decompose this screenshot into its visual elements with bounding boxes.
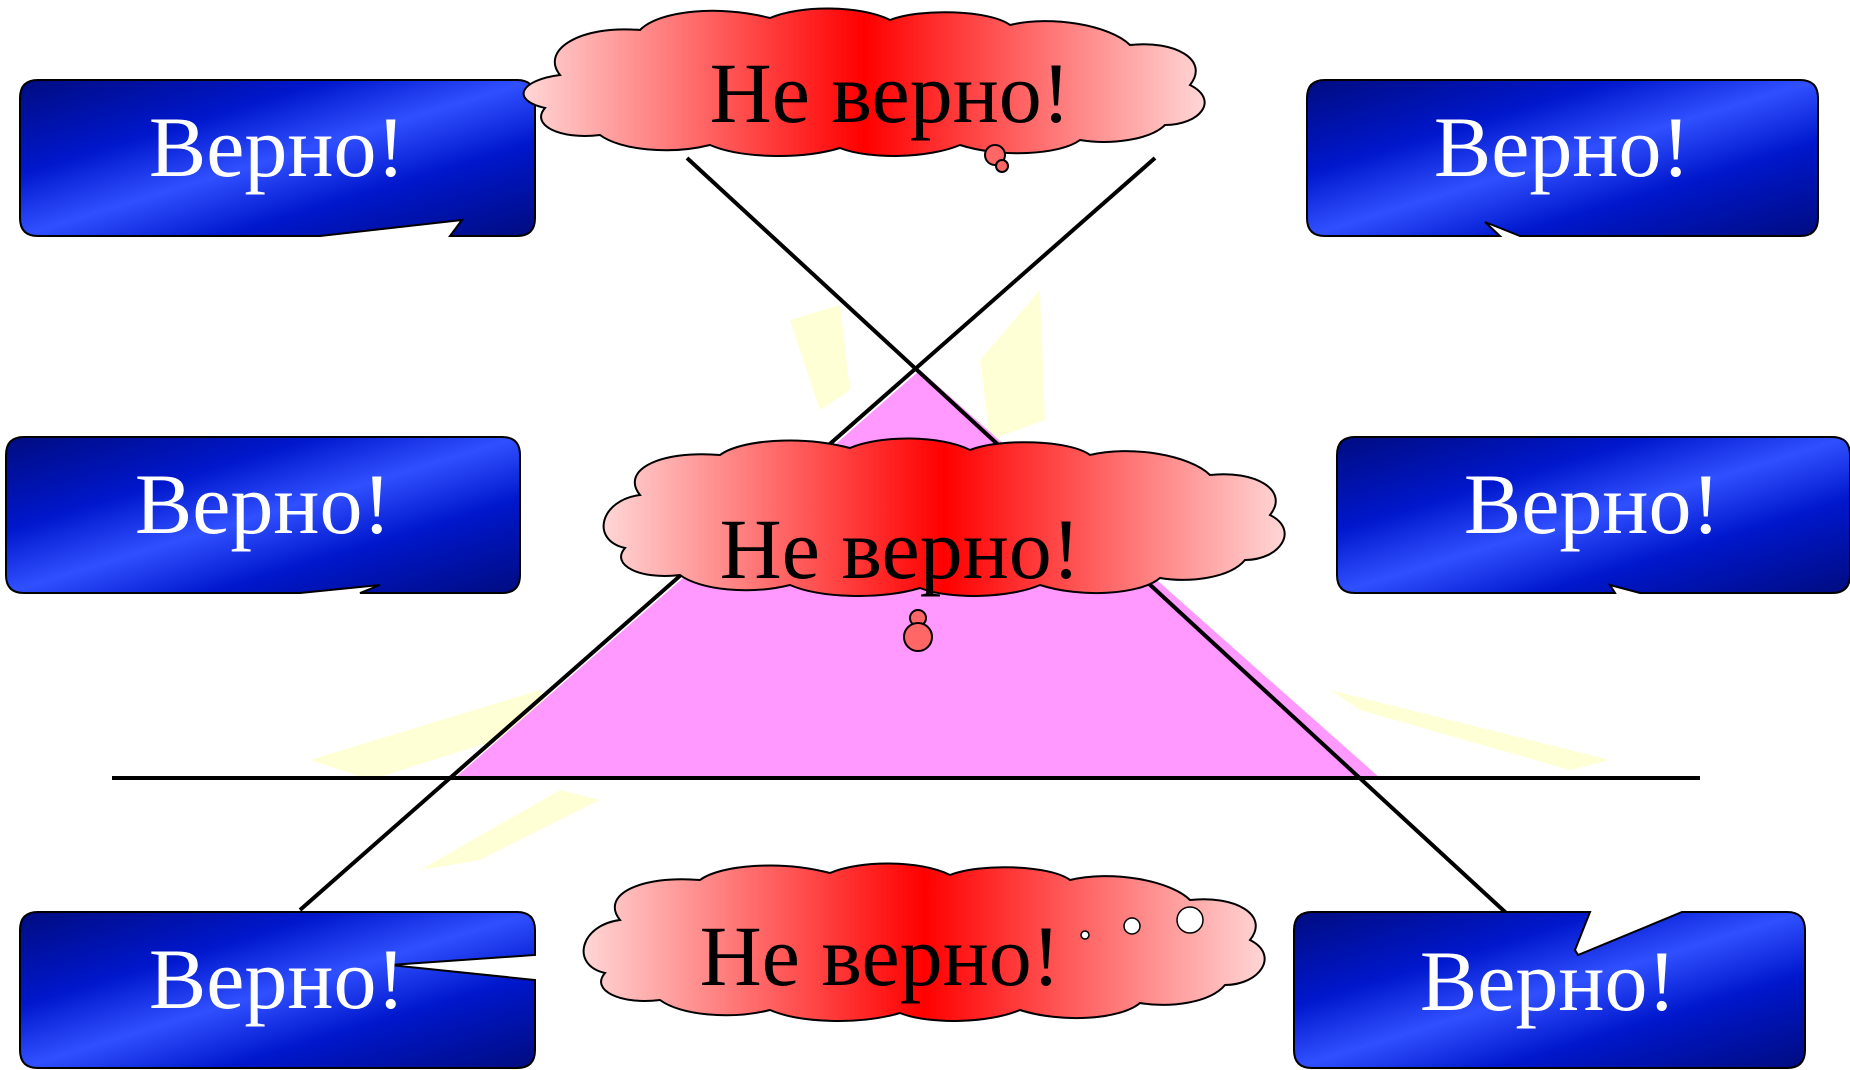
cloud-label: Не верно! xyxy=(720,501,1081,597)
callout-correct-top-right[interactable]: Верно! xyxy=(1306,79,1819,237)
cloud-wrong-middle[interactable]: Не верно! xyxy=(602,437,1286,652)
cloud-label: Не верно! xyxy=(700,908,1061,1004)
cloud-wrong-top[interactable]: Не верно! xyxy=(522,7,1206,173)
cloud-label: Не верно! xyxy=(710,45,1071,141)
callout-label: Верно! xyxy=(1420,933,1676,1029)
callout-label: Верно! xyxy=(1464,456,1720,552)
callout-correct-bottom-left[interactable]: Верно! xyxy=(19,911,536,1069)
callout-label: Верно! xyxy=(149,931,405,1027)
callout-correct-middle-right[interactable]: Верно! xyxy=(1336,436,1850,594)
callout-label: Верно! xyxy=(149,99,405,195)
cloud-wrong-bottom[interactable]: Не верно! xyxy=(582,862,1266,1022)
glow-rays xyxy=(310,290,1610,870)
callout-correct-top-left[interactable]: Верно! xyxy=(19,79,536,237)
callout-correct-middle-left[interactable]: Верно! xyxy=(5,436,521,594)
callout-label: Верно! xyxy=(135,456,391,552)
callout-correct-bottom-right[interactable]: Верно! xyxy=(1293,911,1806,1069)
callout-label: Верно! xyxy=(1434,99,1690,195)
